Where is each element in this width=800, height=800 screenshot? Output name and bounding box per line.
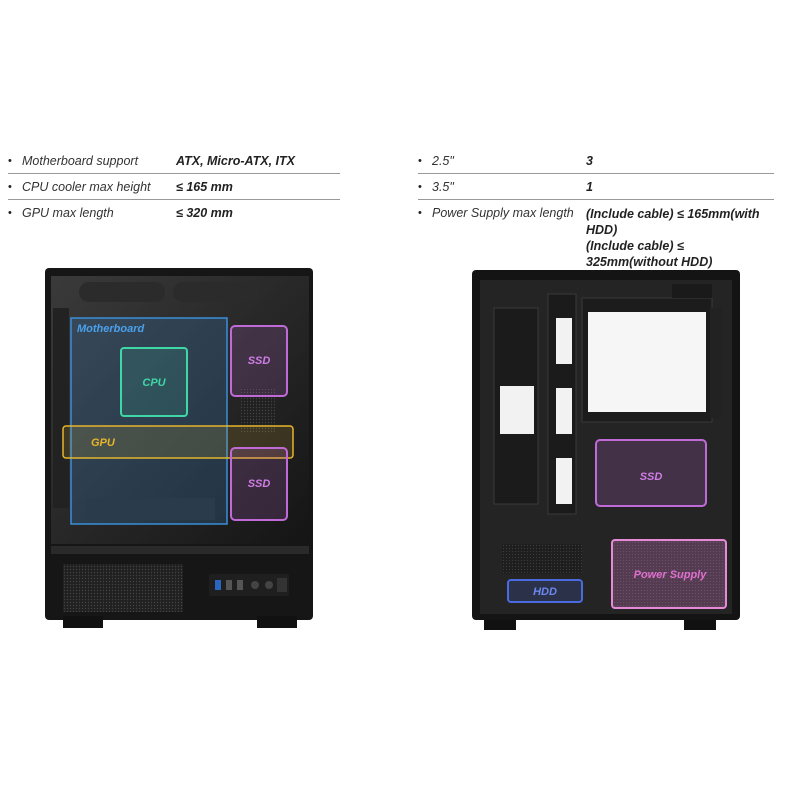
gpu-label: GPU xyxy=(91,437,116,449)
hdd-label: HDD xyxy=(533,586,557,598)
motherboard-zone xyxy=(70,317,228,525)
spec-row-cpu-cooler: • CPU cooler max height ≤ 165 mm xyxy=(8,174,340,200)
spec-value: ≤ 165 mm xyxy=(176,180,233,194)
cutout xyxy=(500,386,534,434)
spec-label: 2.5" xyxy=(432,154,454,168)
top-fan xyxy=(79,282,165,302)
ssd-zone-bottom xyxy=(230,447,288,521)
power-button-icon xyxy=(277,578,287,592)
bullet-icon: • xyxy=(8,155,12,167)
psu-zone xyxy=(611,539,727,609)
spec-label: 3.5" xyxy=(432,180,454,194)
io-panel xyxy=(209,574,289,596)
audio-jack-icon xyxy=(251,581,259,589)
bottom-fan xyxy=(85,498,215,520)
spec-value-line: (Include cable) ≤ 325mm(without HDD) xyxy=(586,239,713,269)
cpu-zone xyxy=(120,347,188,417)
spec-row-3-5-drive: • 3.5" 1 xyxy=(418,174,774,200)
spec-label: GPU max length xyxy=(22,206,114,220)
spec-value: (Include cable) ≤ 165mm(with HDD) (Inclu… xyxy=(586,206,774,270)
spec-label: CPU cooler max height xyxy=(22,180,151,194)
side-fan xyxy=(710,308,722,418)
spec-value: ≤ 320 mm xyxy=(176,206,233,220)
spec-list-right: • 2.5" 3 • 3.5" 1 • Power Supply max len… xyxy=(418,148,774,275)
ssd-zone xyxy=(595,439,707,507)
psu-bay xyxy=(612,542,724,606)
audio-jack-icon xyxy=(265,581,273,589)
spec-value: ATX, Micro-ATX, ITX xyxy=(176,154,295,168)
cutout xyxy=(556,318,572,364)
usb-port-icon xyxy=(226,580,232,590)
front-mesh xyxy=(63,564,183,612)
spec-list-left: • Motherboard support ATX, Micro-ATX, IT… xyxy=(8,148,340,225)
spec-value: 1 xyxy=(586,180,593,194)
case-rear-view: SSD HDD Power Supply xyxy=(472,270,740,630)
usb-port-icon xyxy=(237,580,243,590)
side-fan xyxy=(53,308,69,508)
ssd-label: SSD xyxy=(640,471,663,483)
top-fan xyxy=(173,282,259,302)
bullet-icon: • xyxy=(418,155,422,167)
case-front-view: Motherboard CPU SSD GPU SSD xyxy=(45,268,313,628)
spec-label: Power Supply max length xyxy=(432,206,574,220)
spec-value: 3 xyxy=(586,154,593,168)
usb-c-port-icon xyxy=(215,580,221,590)
spec-value-line: (Include cable) ≤ 165mm(with HDD) xyxy=(586,207,760,237)
spec-row-motherboard: • Motherboard support ATX, Micro-ATX, IT… xyxy=(8,148,340,174)
case-foot xyxy=(684,620,716,630)
cpu-label: CPU xyxy=(142,377,166,389)
case-foot xyxy=(257,616,297,628)
ssd-label-bottom: SSD xyxy=(248,478,271,490)
spec-row-psu-length: • Power Supply max length (Include cable… xyxy=(418,200,774,275)
hdd-cage xyxy=(502,544,582,574)
spec-label: Motherboard support xyxy=(22,154,139,168)
bullet-icon: • xyxy=(418,181,422,193)
bullet-icon: • xyxy=(418,207,422,219)
bullet-icon: • xyxy=(8,181,12,193)
cutout xyxy=(556,458,572,504)
ssd-zone-top xyxy=(230,325,288,397)
ssd-label-top: SSD xyxy=(248,355,271,367)
bullet-icon: • xyxy=(8,207,12,219)
psu-label: Power Supply xyxy=(634,569,708,581)
cpu-cutout xyxy=(588,312,706,412)
cutout xyxy=(556,388,572,434)
motherboard-label: Motherboard xyxy=(77,323,145,335)
spec-row-gpu-length: • GPU max length ≤ 320 mm xyxy=(8,200,340,225)
hdd-zone xyxy=(507,579,583,603)
spec-row-2-5-drive: • 2.5" 3 xyxy=(418,148,774,174)
case-foot xyxy=(63,616,103,628)
gpu-zone xyxy=(62,425,294,459)
case-foot xyxy=(484,620,516,630)
